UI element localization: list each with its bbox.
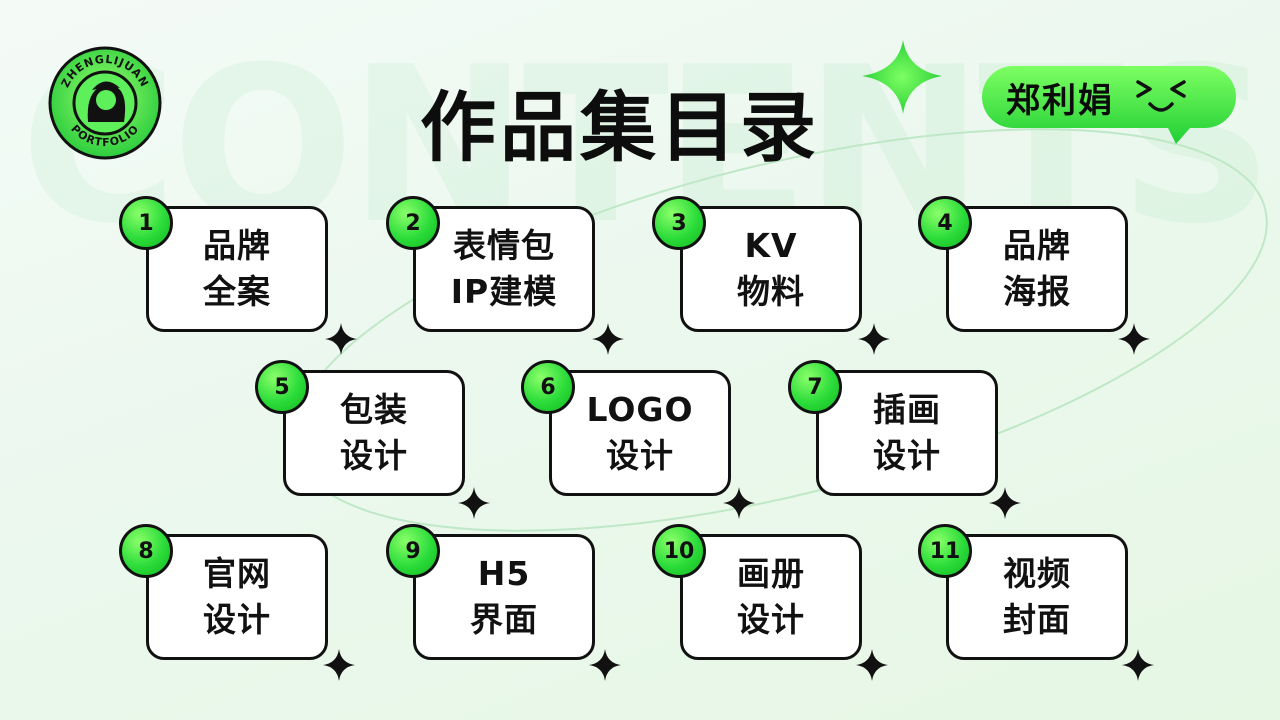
content-card-6[interactable]: LOGO 设计: [549, 370, 731, 496]
sparkle-icon: [1122, 649, 1154, 681]
card-line-2: 封面: [1003, 600, 1071, 639]
card-number-badge: 11: [918, 524, 972, 578]
girl-avatar-icon: [87, 81, 126, 122]
big-sparkle-icon: [862, 40, 942, 114]
card-line-2: 设计: [340, 436, 408, 475]
card-number-badge: 7: [788, 360, 842, 414]
name-tag: 郑利娟: [980, 64, 1238, 144]
content-card-3[interactable]: KV 物料: [680, 206, 862, 332]
card-number-badge: 3: [652, 196, 706, 250]
card-line-2: 设计: [606, 436, 674, 475]
content-card-9[interactable]: H5 界面: [413, 534, 595, 660]
card-number-badge: 1: [119, 196, 173, 250]
sparkle-icon: [458, 487, 490, 519]
card-line-2: 界面: [470, 600, 538, 639]
author-name: 郑利娟: [1006, 81, 1114, 121]
content-card-2[interactable]: 表情包 IP建模: [413, 206, 595, 332]
content-card-8[interactable]: 官网 设计: [146, 534, 328, 660]
card-line-1: KV: [744, 226, 798, 265]
sparkle-icon: [858, 323, 890, 355]
card-number-badge: 10: [652, 524, 706, 578]
smiley-face-icon: [1136, 80, 1186, 112]
content-card-5[interactable]: 包装 设计: [283, 370, 465, 496]
card-number-badge: 5: [255, 360, 309, 414]
sparkle-icon: [856, 649, 888, 681]
content-card-7[interactable]: 插画 设计: [816, 370, 998, 496]
sparkle-icon: [325, 323, 357, 355]
content-card-1[interactable]: 品牌 全案: [146, 206, 328, 332]
card-line-1: LOGO: [586, 390, 694, 429]
card-line-1: 包装: [340, 390, 408, 429]
card-line-2: 设计: [873, 436, 941, 475]
sparkle-icon: [723, 487, 755, 519]
card-number-badge: 9: [386, 524, 440, 578]
card-line-1: 画册: [737, 554, 805, 593]
card-line-2: 设计: [203, 600, 271, 639]
card-number-badge: 2: [386, 196, 440, 250]
card-line-1: 插画: [873, 390, 941, 429]
sparkle-icon: [323, 649, 355, 681]
sparkle-icon: [589, 649, 621, 681]
card-line-2: 海报: [1003, 272, 1071, 311]
card-line-1: 表情包: [453, 226, 555, 265]
card-number-badge: 4: [918, 196, 972, 250]
card-number-badge: 6: [521, 360, 575, 414]
card-line-1: 官网: [203, 554, 271, 593]
card-line-2: IP建模: [450, 272, 558, 311]
card-number-badge: 8: [119, 524, 173, 578]
portfolio-logo: ZHENGLIJUAN PORTFOLIO: [48, 46, 162, 160]
sparkle-icon: [592, 323, 624, 355]
card-line-1: 视频: [1003, 554, 1071, 593]
sparkle-icon: [1118, 323, 1150, 355]
content-card-11[interactable]: 视频 封面: [946, 534, 1128, 660]
card-line-2: 全案: [203, 272, 271, 311]
card-line-1: 品牌: [203, 226, 271, 265]
content-card-10[interactable]: 画册 设计: [680, 534, 862, 660]
sparkle-icon: [989, 487, 1021, 519]
card-line-2: 设计: [737, 600, 805, 639]
card-line-2: 物料: [737, 272, 805, 311]
page-title: 作品集目录: [420, 83, 820, 172]
card-line-1: 品牌: [1003, 226, 1071, 265]
card-line-1: H5: [477, 554, 531, 593]
content-card-4[interactable]: 品牌 海报: [946, 206, 1128, 332]
